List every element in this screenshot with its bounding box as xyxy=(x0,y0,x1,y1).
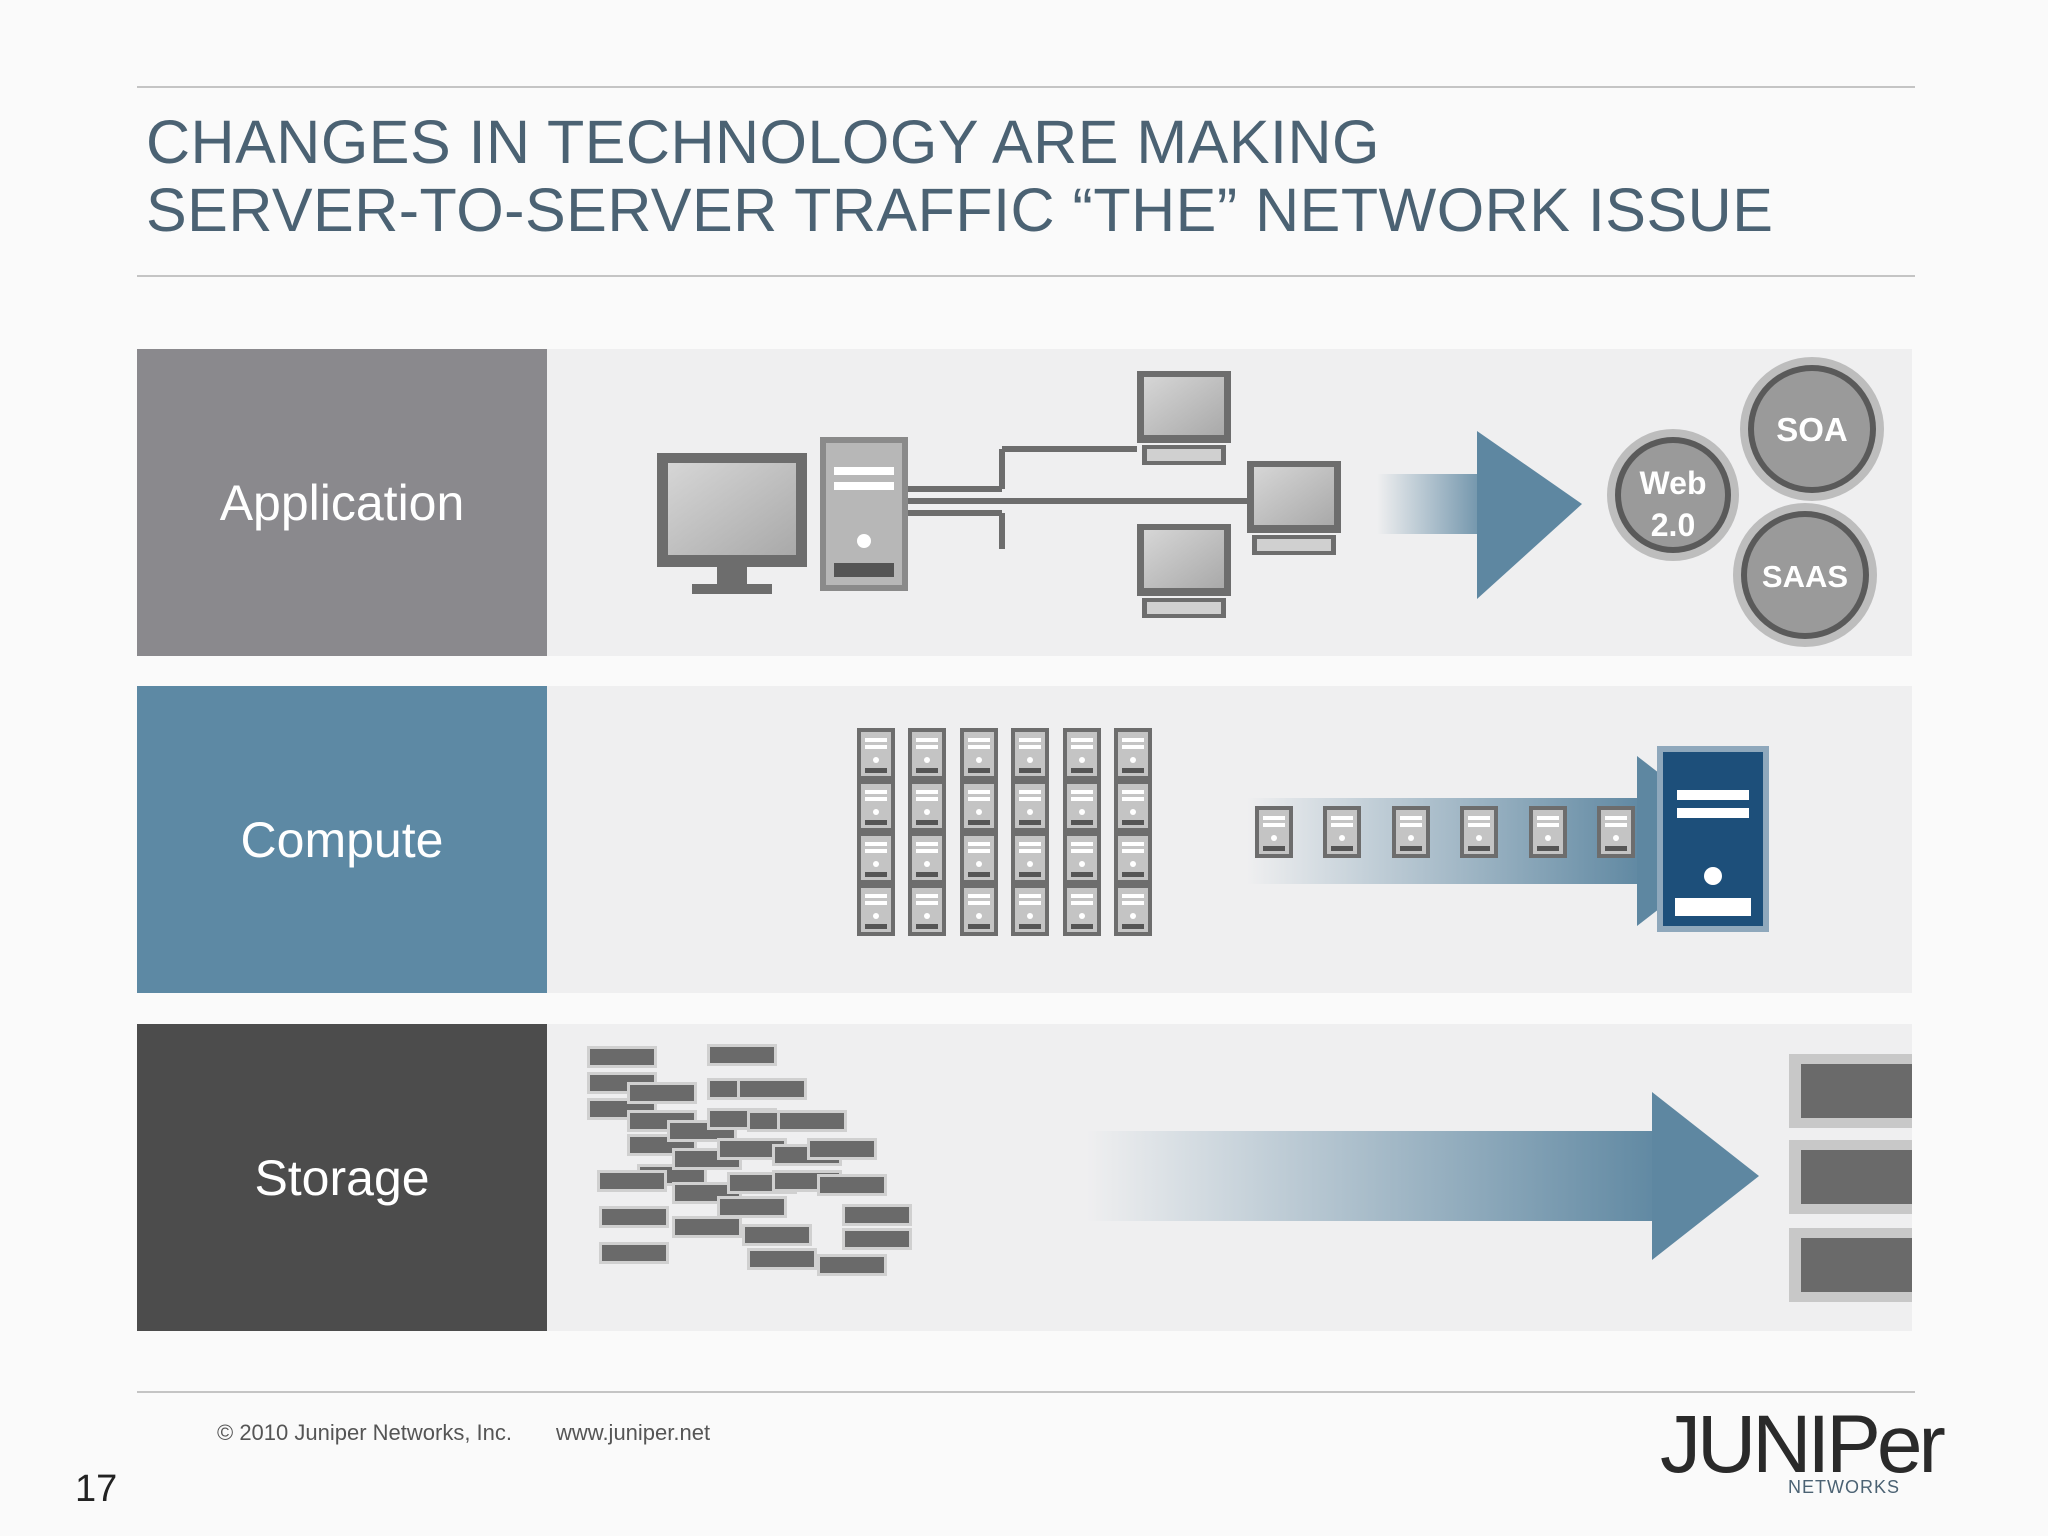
title-line-2: SERVER-TO-SERVER TRAFFIC “THE” NETWORK I… xyxy=(146,176,1774,244)
title-line-1: CHANGES IN TECHNOLOGY ARE MAKING xyxy=(146,108,1381,176)
application-arrow xyxy=(1377,431,1582,599)
storage-arrow xyxy=(1087,1092,1759,1260)
application-label: Application xyxy=(137,349,547,656)
scattered-storage-disks xyxy=(587,1044,912,1276)
web-label: Web xyxy=(1640,465,1707,501)
storage-row: Storage xyxy=(137,1024,1912,1331)
web-2-bubble: Web 2.0 xyxy=(1607,429,1739,561)
footer-rule xyxy=(137,1391,1915,1393)
tower-server-icon xyxy=(820,437,908,591)
client-monitor-right-icon xyxy=(1247,461,1341,555)
blade-server-rack xyxy=(857,728,1152,936)
compute-row: Compute xyxy=(137,686,1912,993)
title-rule xyxy=(137,275,1915,277)
slide-title: CHANGES IN TECHNOLOGY ARE MAKING SERVER-… xyxy=(146,108,1906,244)
top-rule xyxy=(137,86,1915,88)
saas-label: SAAS xyxy=(1762,559,1848,594)
copyright-text: © 2010 Juniper Networks, Inc. xyxy=(217,1420,513,1445)
storage-array-icon xyxy=(1789,1054,1912,1302)
website-url[interactable]: www.juniper.net xyxy=(556,1420,711,1445)
juniper-logo-word: JUNIPer xyxy=(1660,1399,1946,1490)
storage-label: Storage xyxy=(137,1024,547,1331)
application-illustration: Web 2.0 SOA SAAS xyxy=(657,357,1884,647)
soa-label: SOA xyxy=(1776,411,1848,448)
compute-label: Compute xyxy=(137,686,547,993)
saas-bubble: SAAS xyxy=(1733,503,1877,647)
soa-bubble: SOA xyxy=(1740,357,1884,501)
slide-number: 17 xyxy=(75,1468,118,1510)
client-monitor-top-icon xyxy=(1137,371,1231,465)
client-monitor-bottom-icon xyxy=(1137,524,1231,618)
application-row: Application xyxy=(137,349,1912,656)
juniper-logo: JUNIPer NETWORKS xyxy=(1660,1399,1946,1498)
juniper-logo-sub: NETWORKS xyxy=(1788,1477,1901,1497)
web-version-label: 2.0 xyxy=(1651,507,1695,543)
consolidated-server-icon xyxy=(1657,746,1769,932)
compute-illustration xyxy=(857,728,1769,936)
desktop-monitor-icon xyxy=(657,453,807,594)
network-lines xyxy=(908,446,1247,549)
storage-illustration xyxy=(587,1044,1912,1302)
